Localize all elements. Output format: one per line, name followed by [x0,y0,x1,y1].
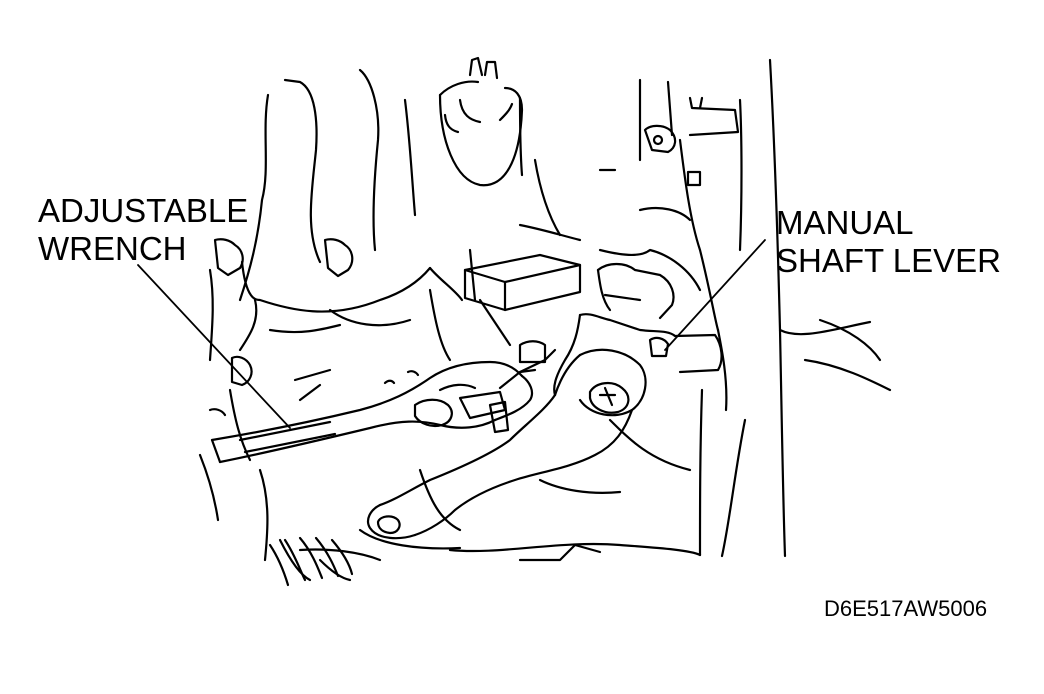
manual-shaft-lever-label-line1: MANUAL [776,204,914,241]
distributor-cap [438,56,524,187]
manual-shaft-lever [366,313,723,540]
adjustable-wrench [210,348,557,464]
adjustable-wrench-label: ADJUSTABLE WRENCH [38,192,248,268]
adjustable-wrench-label-line2: WRENCH [38,230,187,267]
right-structure [803,318,892,392]
bellows-boot [268,536,354,587]
engine-block-outline [198,58,872,582]
manual-shaft-lever-label-line2: SHAFT LEVER [776,242,1001,279]
leader-lines [137,239,766,429]
adjustable-wrench-label-line1: ADJUSTABLE [38,192,249,229]
bracket [596,262,675,320]
figure-code: D6E517AW5006 [824,596,988,621]
cover-box [463,253,582,312]
bolt-heads [213,124,702,387]
manual-shaft-lever-label: MANUAL SHAFT LEVER [776,204,1001,280]
